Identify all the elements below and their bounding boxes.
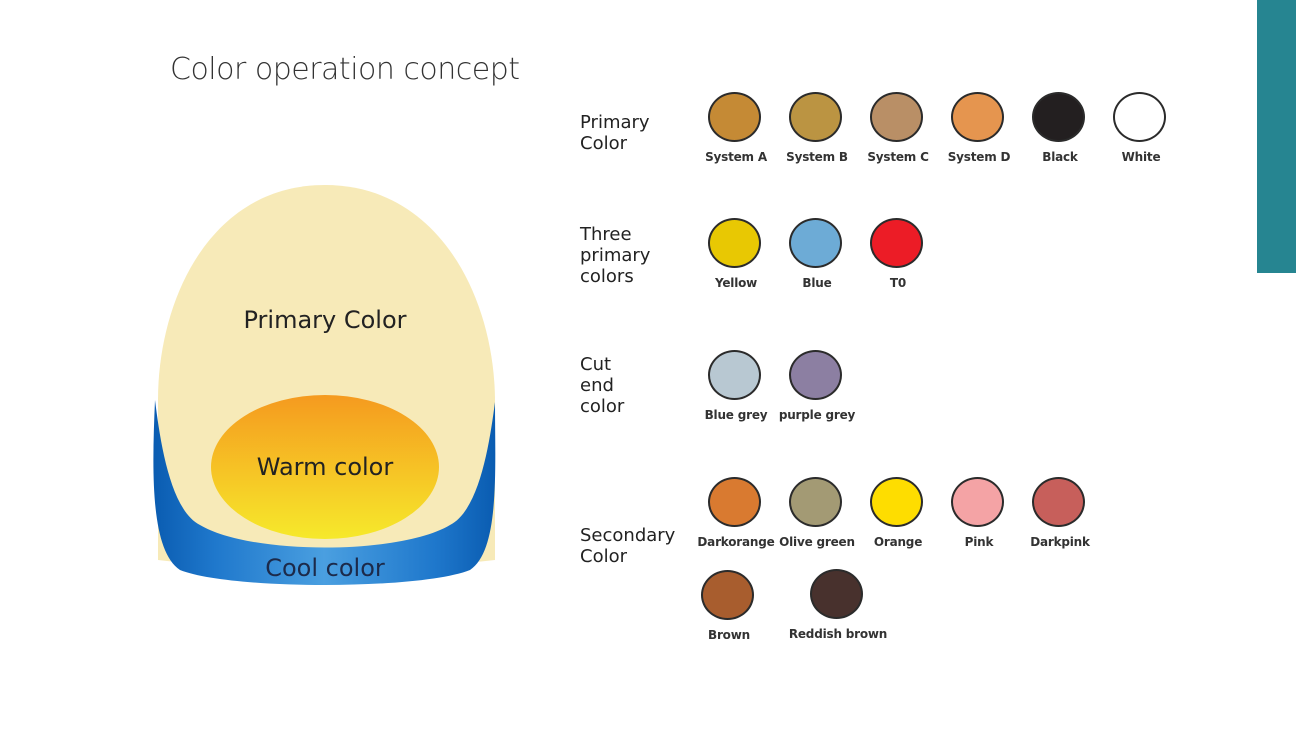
cool-color-region — [153, 400, 496, 585]
group-label-text: Cut end color — [580, 354, 625, 417]
swatch-label: System D — [947, 150, 1011, 164]
swatch-blue-grey: Blue grey — [686, 350, 786, 430]
swatch-black: Black — [1010, 92, 1110, 172]
swatch-orange: Orange — [848, 477, 948, 557]
swatch-reddish-brown: Reddish brown — [788, 569, 888, 649]
swatch-dot — [1032, 92, 1085, 142]
swatch-label: Blue grey — [704, 408, 768, 422]
swatch-dot — [789, 92, 842, 142]
warm-color-region — [211, 395, 439, 539]
swatch-label: System B — [786, 150, 848, 164]
swatch-dot — [708, 218, 761, 268]
swatch-dot — [789, 218, 842, 268]
swatch-label: Black — [1042, 150, 1078, 164]
swatch-yellow: Yellow — [686, 218, 786, 298]
swatch-label: System A — [705, 150, 767, 164]
warm-color-label: Warm color — [257, 453, 394, 481]
group-label-text: Three primary colors — [580, 224, 651, 287]
swatch-dot — [701, 570, 754, 620]
swatch-dot — [870, 477, 923, 527]
swatch-blue: Blue — [767, 218, 867, 298]
color-concept-diagram: Primary Color Warm color Cool color — [153, 185, 496, 585]
swatch-dot — [810, 569, 863, 619]
cool-color-label: Cool color — [265, 554, 385, 582]
swatch-label: Darkorange — [697, 535, 775, 549]
swatch-label: Olive green — [779, 535, 855, 549]
swatch-brown: Brown — [679, 570, 779, 650]
swatch-white: White — [1091, 92, 1191, 172]
swatch-dot — [789, 350, 842, 400]
swatch-dot — [870, 92, 923, 142]
swatch-system-b: System B — [767, 92, 867, 172]
swatch-purple-grey: purple grey — [767, 350, 867, 430]
swatch-dot — [1113, 92, 1166, 142]
swatch-system-d: System D — [929, 92, 1029, 172]
swatch-label: White — [1121, 150, 1161, 164]
accent-bar — [1257, 0, 1296, 273]
swatch-label: Brown — [708, 628, 750, 642]
swatch-label: Pink — [964, 535, 994, 549]
swatch-pink: Pink — [929, 477, 1029, 557]
swatch-label: Darkpink — [1030, 535, 1090, 549]
swatch-t0: T0 — [848, 218, 948, 298]
swatch-dot — [870, 218, 923, 268]
page-title: Color operation concept — [170, 52, 520, 87]
group-label-text: Secondary Color — [580, 525, 676, 567]
swatch-label: Yellow — [714, 276, 758, 290]
swatch-dot — [708, 477, 761, 527]
swatch-darkorange: Darkorange — [686, 477, 786, 557]
swatch-dot — [951, 92, 1004, 142]
swatch-darkpink: Darkpink — [1010, 477, 1110, 557]
swatch-label: Reddish brown — [788, 627, 888, 641]
swatch-label: purple grey — [778, 408, 856, 422]
swatch-dot — [708, 350, 761, 400]
swatch-label: Blue — [802, 276, 832, 290]
swatch-label: T0 — [889, 276, 907, 290]
group-label-secondary-color: Secondary Color — [580, 525, 675, 567]
swatch-dot — [789, 477, 842, 527]
swatch-dot — [951, 477, 1004, 527]
group-label-primary-color: Primary Color — [580, 112, 650, 154]
swatch-label: Orange — [873, 535, 923, 549]
swatch-dot — [1032, 477, 1085, 527]
group-label-cut-end-color: Cut end color — [580, 354, 624, 417]
swatch-dot — [708, 92, 761, 142]
swatch-system-c: System C — [848, 92, 948, 172]
swatch-label: System C — [867, 150, 929, 164]
swatch-system-a: System A — [686, 92, 786, 172]
primary-color-label: Primary Color — [243, 306, 406, 334]
swatch-olive-green: Olive green — [767, 477, 867, 557]
group-label-three-primary-colors: Three primary colors — [580, 224, 650, 287]
group-label-text: Primary Color — [580, 112, 650, 154]
